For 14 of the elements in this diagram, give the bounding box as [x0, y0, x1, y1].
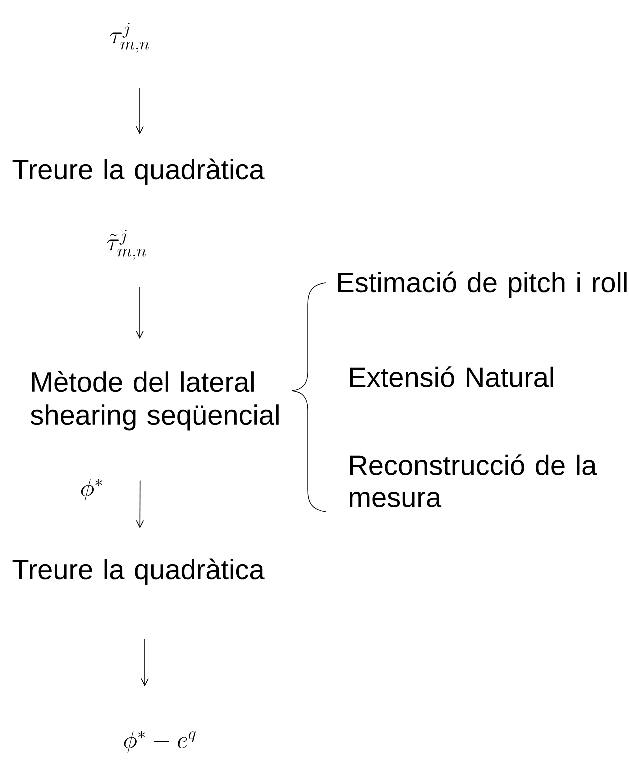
step-text: Treure la quadràtica: [12, 158, 265, 186]
formula: $\phi^{*}-e^{q}$: [124, 730, 196, 754]
list-item: Extensió Natural: [350, 366, 554, 388]
formula: $\phi^{*}$: [81, 478, 102, 502]
step-text: Treure la quadràtica: [12, 558, 265, 586]
list-item: Reconstrucció de la mesura: [350, 454, 598, 508]
step-text: Mètode del lateral shearing seqüencial: [30, 371, 279, 431]
arrow: [136, 286, 144, 340]
arrow: [136, 480, 144, 529]
arrow: [136, 88, 144, 135]
arrow: [141, 639, 149, 687]
formula: $\tilde{\tau}^{j}_{m,n}$: [107, 230, 146, 260]
list-item: Estimació de pitch i roll: [338, 272, 627, 298]
formula: $\tau^{j}_{m,n}$: [110, 23, 150, 53]
